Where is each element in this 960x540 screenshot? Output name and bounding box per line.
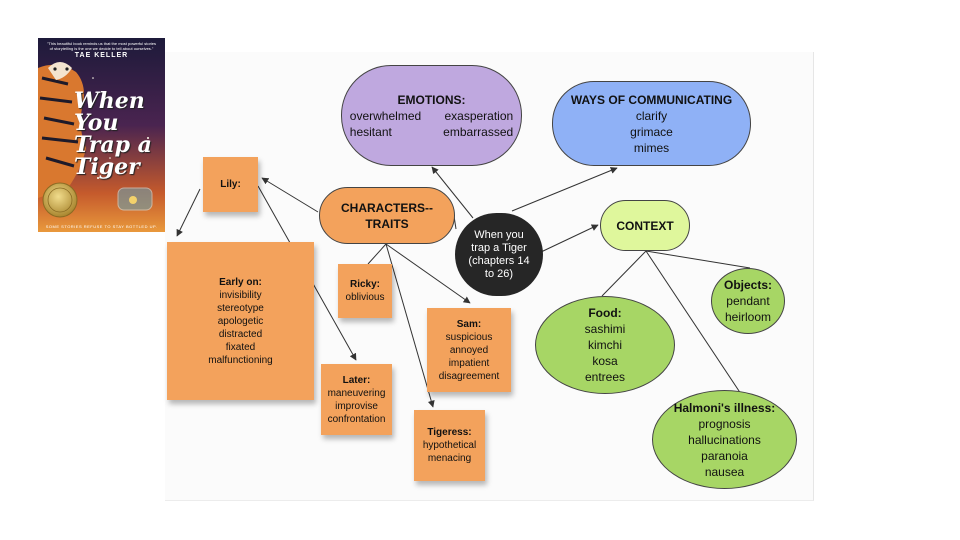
sam-title: Sam: xyxy=(456,318,482,330)
communicating-item: clarify xyxy=(635,108,668,123)
context-label: CONTEXT xyxy=(616,218,674,233)
later-item: maneuvering xyxy=(327,387,386,399)
illness-item: hallucinations xyxy=(688,432,761,447)
tigeress-item: hypothetical xyxy=(422,440,477,451)
illness-item: prognosis xyxy=(698,416,751,431)
objects-item: heirloom xyxy=(724,310,772,324)
ways-of-communicating-node[interactable]: WAYS OF COMMUNICATING clarify grimace mi… xyxy=(552,81,751,166)
cover-author: TAE KELLER xyxy=(74,52,129,59)
arrow-characters-to-sam xyxy=(385,243,471,304)
sticky-early-on[interactable]: Early on: invisibility stereotype apolog… xyxy=(167,242,314,400)
food-item: kimchi xyxy=(587,338,622,352)
early-on-item: malfunctioning xyxy=(208,354,273,366)
communicating-title: WAYS OF COMMUNICATING xyxy=(570,92,733,107)
cover-blurb: "This beautiful book reminds us that the… xyxy=(46,41,157,51)
food-item: sashimi xyxy=(584,322,626,336)
center-topic-node[interactable]: When you trap a Tiger (chapters 14 to 26… xyxy=(455,213,543,296)
sticky-sam[interactable]: Sam: suspicious annoyed impatient disagr… xyxy=(427,308,511,392)
halmoni-illness-node[interactable]: Halmoni's illness: prognosis hallucinati… xyxy=(652,390,797,489)
illness-item: nausea xyxy=(704,464,745,479)
emotion-item: overwhelmed xyxy=(349,108,422,123)
sticky-lily[interactable]: Lily: xyxy=(203,157,258,212)
sticky-tigeress[interactable]: Tigeress: hypothetical menacing xyxy=(414,410,485,481)
characters-traits-label: CHARACTERS-- TRAITS xyxy=(341,200,433,231)
sam-item: disagreement xyxy=(438,370,500,382)
communicating-item: mimes xyxy=(633,140,670,155)
food-item: kosa xyxy=(592,354,618,368)
book-cover-image: "This beautiful book reminds us that the… xyxy=(38,38,165,232)
sam-item: annoyed xyxy=(449,344,489,356)
sam-item: impatient xyxy=(448,357,490,369)
sticky-later[interactable]: Later: maneuvering improvise confrontati… xyxy=(321,364,392,435)
arrow-center-to-context xyxy=(540,224,599,253)
arrow-characters-to-tigeress xyxy=(385,243,435,408)
emotions-list: overwhelmed exasperation hesitant embarr… xyxy=(350,108,513,140)
ricky-title: Ricky: xyxy=(349,279,380,290)
ricky-item: oblivious xyxy=(345,292,385,303)
line-context-to-illness xyxy=(645,250,746,401)
arrow-lily-to-early-on xyxy=(176,188,201,237)
center-topic-label: When you trap a Tiger (chapters 14 to 26… xyxy=(468,228,530,280)
early-on-item: stereotype xyxy=(217,302,264,314)
line-context-to-food xyxy=(601,250,647,297)
emotion-item: hesitant xyxy=(349,124,392,139)
arrow-center-to-communicating xyxy=(511,167,618,212)
later-item: improvise xyxy=(335,400,378,412)
characters-traits-node[interactable]: CHARACTERS-- TRAITS xyxy=(319,187,455,244)
context-node[interactable]: CONTEXT xyxy=(600,200,690,251)
illness-title: Halmoni's illness: xyxy=(673,400,776,415)
food-title: Food: xyxy=(588,306,622,320)
emotions-title: EMOTIONS: xyxy=(397,92,466,107)
communicating-item: grimace xyxy=(630,124,673,139)
emotion-item: embarrassed xyxy=(443,124,514,139)
early-on-item: invisibility xyxy=(219,289,262,301)
food-node[interactable]: Food: sashimi kimchi kosa entrees xyxy=(535,296,675,394)
objects-item: pendant xyxy=(726,294,770,308)
tigeress-title: Tigeress: xyxy=(427,427,472,438)
objects-title: Objects: xyxy=(723,278,772,292)
line-context-to-objects xyxy=(645,250,751,269)
later-title: Later: xyxy=(342,374,371,386)
early-on-item: distracted xyxy=(218,328,263,340)
cover-title: When You Trap a Tiger xyxy=(74,88,152,180)
lily-label: Lily: xyxy=(220,179,241,190)
illness-item: paranoia xyxy=(701,448,748,463)
food-item: entrees xyxy=(584,370,626,384)
arrow-characters-to-lily xyxy=(261,177,319,213)
early-on-item: apologetic xyxy=(217,315,264,327)
arrow-center-to-emotions xyxy=(431,166,474,219)
sam-item: suspicious xyxy=(445,331,493,343)
cover-tagline: SOME STORIES REFUSE TO STAY BOTTLED UP. xyxy=(45,224,158,229)
emotions-node[interactable]: EMOTIONS: overwhelmed exasperation hesit… xyxy=(341,65,522,166)
emotion-item: exasperation xyxy=(444,108,514,123)
early-on-item: fixated xyxy=(225,341,256,353)
line-characters-to-ricky xyxy=(367,243,387,265)
later-item: confrontation xyxy=(327,413,386,425)
objects-node[interactable]: Objects: pendant heirloom xyxy=(711,268,785,334)
sticky-ricky[interactable]: Ricky: oblivious xyxy=(338,264,392,318)
early-on-title: Early on: xyxy=(219,276,262,288)
tigeress-item: menacing xyxy=(427,453,472,464)
